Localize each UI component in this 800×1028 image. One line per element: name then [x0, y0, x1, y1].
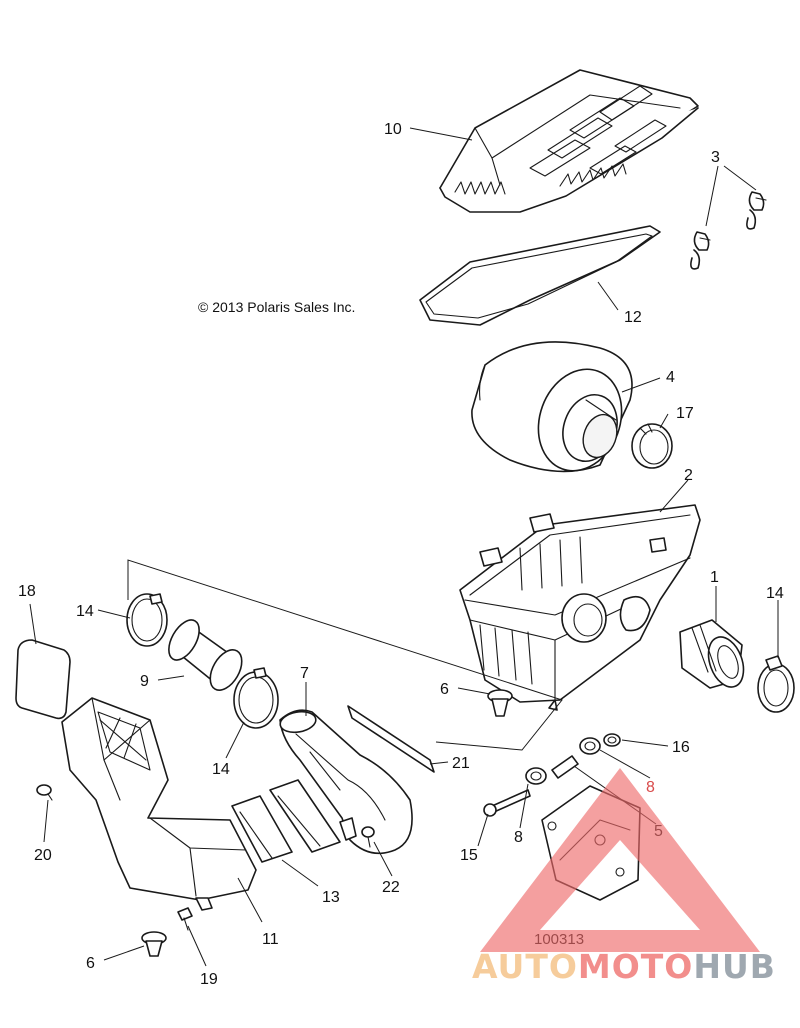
callout-14-mid: 14 — [212, 761, 230, 778]
callout-8-right: 8 — [646, 779, 655, 796]
part-bushing-8-left — [525, 767, 547, 785]
callout-4: 4 — [666, 369, 675, 386]
watermark-auto: AUTO — [472, 947, 578, 986]
part-adapter — [231, 779, 341, 863]
part-clamp-14-mid — [233, 667, 279, 729]
callout-18: 18 — [18, 583, 36, 600]
part-seal-strip — [347, 705, 435, 773]
callout-3: 3 — [711, 149, 720, 166]
part-bushing-8-right — [579, 737, 601, 755]
callout-6-mid: 6 — [440, 681, 449, 698]
watermark-moto: MOTO — [578, 947, 693, 986]
part-clamp-14-left — [126, 593, 168, 647]
part-screw-22 — [361, 826, 375, 848]
part-intake-housing — [61, 697, 257, 911]
callout-19: 19 — [200, 971, 218, 988]
callout-11: 11 — [262, 931, 279, 948]
part-sleeve — [551, 755, 579, 779]
callout-20: 20 — [34, 847, 52, 864]
callout-15: 15 — [460, 847, 478, 864]
part-spacer-16 — [603, 733, 621, 747]
watermark-text: AUTOMOTOHUB — [472, 947, 776, 986]
part-foam-pad — [15, 639, 71, 720]
part-bolt-15 — [483, 789, 531, 817]
part-clamp-14-right — [757, 655, 795, 713]
part-airbox-cover — [439, 69, 699, 213]
copyright-notice: © 2013 Polaris Sales Inc. — [198, 299, 355, 315]
part-grommet-bottom — [141, 931, 167, 957]
part-air-filter — [471, 341, 633, 473]
part-fastener-20 — [36, 784, 53, 801]
part-intake-boot — [679, 619, 745, 689]
callout-12: 12 — [624, 309, 642, 326]
callout-17: 17 — [676, 405, 694, 422]
part-clips — [690, 191, 767, 270]
callout-13: 13 — [322, 889, 340, 906]
watermark: AUTOMOTOHUB — [472, 768, 776, 986]
part-bolt-19 — [177, 907, 193, 931]
callout-10: 10 — [384, 121, 402, 138]
callout-14-left: 14 — [76, 603, 94, 620]
callout-6-bottom: 6 — [86, 955, 95, 972]
part-grommet-mid — [487, 689, 513, 717]
callout-2: 2 — [684, 467, 693, 484]
part-coupler — [168, 619, 243, 691]
watermark-hub: HUB — [693, 947, 776, 986]
callout-16: 16 — [672, 739, 690, 756]
callout-7: 7 — [300, 665, 309, 682]
part-clamp-17 — [631, 423, 673, 469]
part-gasket — [419, 225, 661, 326]
callout-9: 9 — [140, 673, 149, 690]
part-intake-duct — [279, 709, 413, 855]
watermark-triangle-icon — [480, 768, 760, 952]
callout-1: 1 — [710, 569, 719, 586]
callout-8-left: 8 — [514, 829, 523, 846]
callout-21: 21 — [452, 755, 470, 772]
callout-14-right: 14 — [766, 585, 784, 602]
assembly-bracket-line — [127, 559, 563, 751]
callout-22: 22 — [382, 879, 400, 896]
part-airbox-base — [459, 504, 701, 711]
